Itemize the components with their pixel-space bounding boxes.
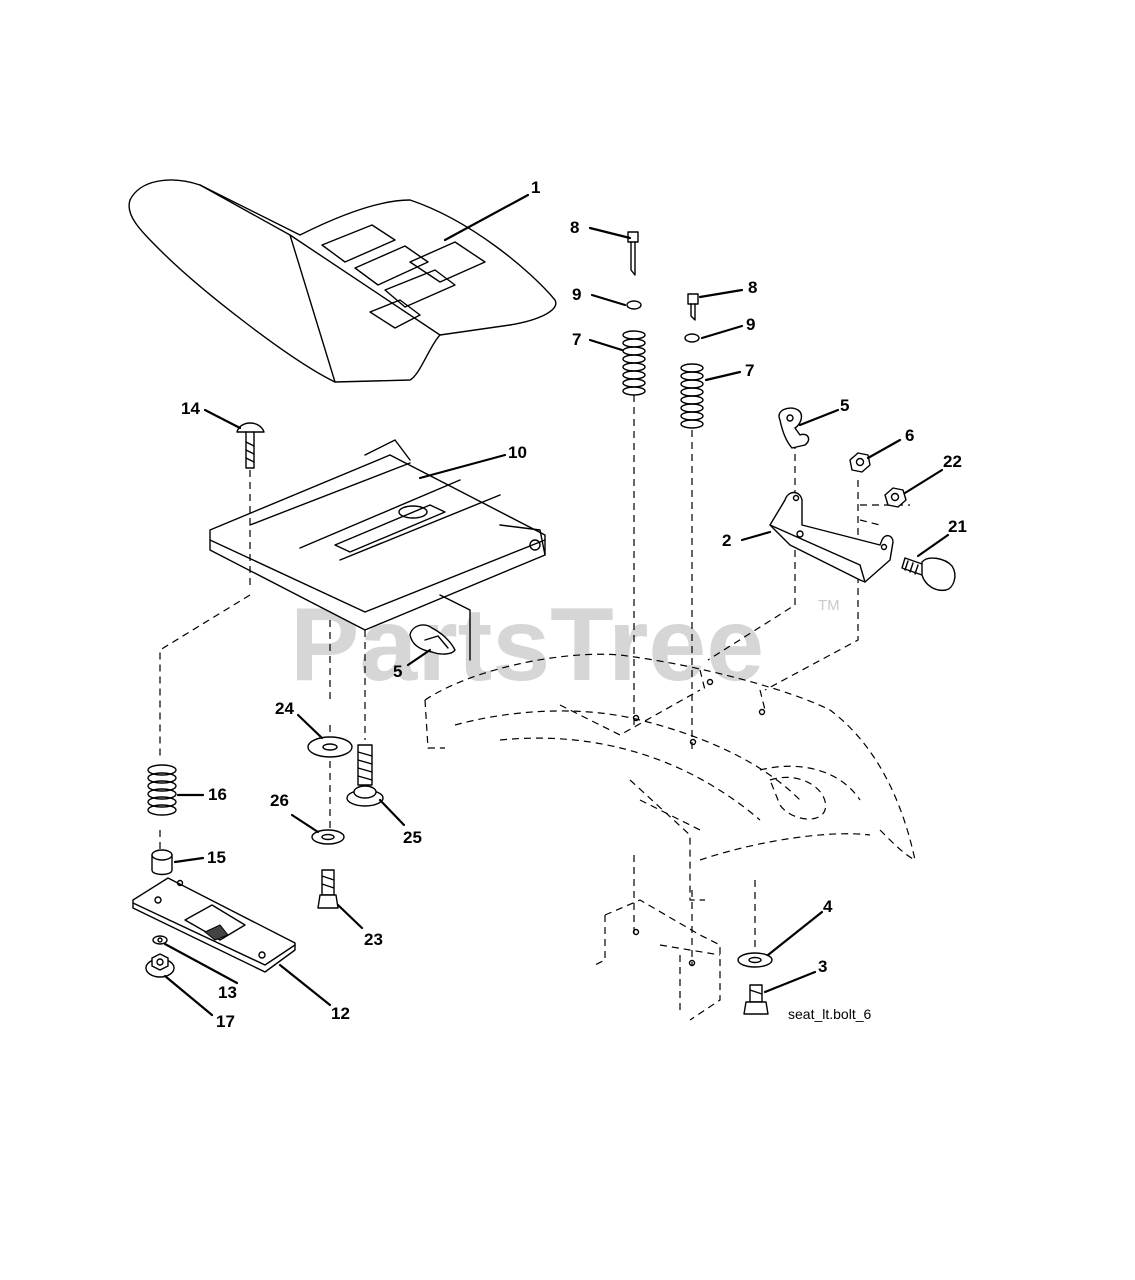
diagram-reference-code: seat_lt.bolt_6 [788, 1006, 871, 1022]
clip-part-5-lower [409, 624, 456, 655]
washer-part-4 [737, 952, 773, 968]
nut-part-22 [884, 487, 907, 508]
spring-part-7-left [622, 330, 646, 396]
callout-4: 4 [823, 897, 833, 916]
callout-8-left: 8 [570, 218, 579, 237]
bolt-part-21 [901, 557, 956, 592]
nut-part-13 [152, 935, 168, 945]
seat-part [128, 179, 557, 383]
callout-leader-lines [163, 193, 950, 1017]
spring-part-7-right [680, 363, 704, 429]
seat-pan-part [209, 439, 546, 661]
callout-25: 25 [403, 828, 422, 847]
callout-3: 3 [818, 957, 827, 976]
callout-22: 22 [943, 452, 962, 471]
bolt-part-23 [317, 869, 339, 909]
callout-6: 6 [905, 426, 914, 445]
nut-part-6 [849, 452, 871, 473]
tractor-frame-outline [424, 653, 916, 901]
callout-21: 21 [948, 517, 967, 536]
callout-14: 14 [181, 399, 200, 418]
slide-plate-part-12 [132, 877, 296, 973]
bracket-part-2 [769, 491, 894, 583]
callout-23: 23 [364, 930, 383, 949]
callout-12: 12 [331, 1004, 350, 1023]
callout-7-left: 7 [572, 330, 581, 349]
callout-13: 13 [218, 983, 237, 1002]
watermark-trademark: TM [818, 597, 840, 614]
callout-16: 16 [208, 785, 227, 804]
callout-8-right: 8 [748, 278, 757, 297]
washer-part-9-left [626, 300, 642, 310]
carriage-bolt-part-14 [236, 422, 265, 469]
callout-1: 1 [531, 178, 540, 197]
callout-9-right: 9 [746, 315, 755, 334]
washer-part-9-right [684, 333, 700, 343]
callout-26: 26 [270, 791, 289, 810]
callout-5-lower: 5 [393, 662, 402, 681]
callout-17: 17 [216, 1012, 235, 1031]
callout-9-left: 9 [572, 285, 581, 304]
shoulder-bolt-part-25 [346, 744, 384, 807]
lock-washer-part-26 [311, 829, 345, 845]
spacer-part-15 [151, 849, 173, 876]
bolt-part-3 [743, 984, 769, 1015]
callout-15: 15 [207, 848, 226, 867]
spring-part-16 [147, 764, 177, 816]
clip-part-5-upper [778, 407, 810, 449]
lower-bracket-outline [594, 899, 721, 1021]
callout-7-right: 7 [745, 361, 754, 380]
flange-nut-part-17 [145, 953, 175, 978]
bolt-part-8-right [687, 293, 699, 321]
callout-5-upper: 5 [840, 396, 849, 415]
callout-10: 10 [508, 443, 527, 462]
washer-part-24 [307, 736, 353, 758]
callout-24: 24 [275, 699, 294, 718]
callout-labels: 1 8 9 7 8 9 7 5 6 22 21 2 14 10 5 24 16 … [181, 178, 967, 1031]
callout-2: 2 [722, 531, 731, 550]
